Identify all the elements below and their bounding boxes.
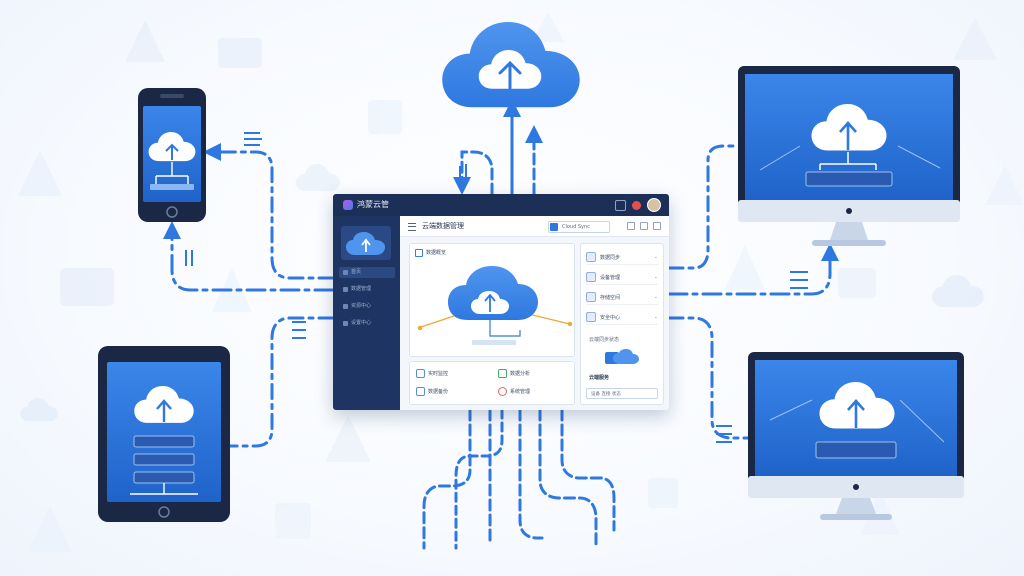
dashboard-sidebar: 首页 数据管理 资源中心 设置中心 [333,216,400,410]
tablet [98,346,230,522]
sidebar-item-home[interactable]: 首页 [339,267,395,278]
device-icon [586,272,596,282]
card-system[interactable]: 系统管理 [498,384,530,398]
print-icon[interactable] [640,222,648,230]
footer-title: 云端服务 [589,375,610,381]
card-label: 数据分析 [510,370,531,377]
dashboard-topbar: 鸿蒙云管 [333,194,669,216]
cloud-upload-icon [341,226,391,260]
smartphone [138,88,206,222]
list-item[interactable]: 数据同步 ⌄ [586,250,658,265]
chip-label: 设备 连接 状态 [591,391,621,397]
sidebar-item-data[interactable]: 数据管理 [339,284,395,295]
panel-title: 数据概览 [426,250,447,256]
list-item-label: 设备管理 [600,274,621,281]
card-monitor[interactable]: 实时监控 [416,366,448,380]
right-status-panel: 数据同步 ⌄ 设备管理 ⌄ 存储空间 ⌄ 安全中心 ⌄ [580,243,664,405]
shield-icon [586,312,596,322]
dashboard-brand: 鸿蒙云管 [343,199,389,211]
card-analysis[interactable]: 数据分析 [498,366,530,380]
arrow-icon [185,132,808,443]
topbar-icons [615,198,661,212]
sidebar-item-label: 数据管理 [351,286,372,292]
list-item[interactable]: 安全中心 ⌄ [586,310,658,325]
connection-status-chip[interactable]: 设备 连接 状态 [586,388,658,399]
search-chip-label: Cloud Sync [562,224,590,230]
alert-icon[interactable] [632,200,641,210]
sidebar-item-label: 首页 [351,269,362,275]
connector-lines [163,99,839,550]
cloud-upload-icon [442,22,580,108]
list-item-label: 数据同步 [600,254,621,261]
chevron-down-icon: ⌄ [653,254,658,260]
chevron-down-icon: ⌄ [653,294,658,300]
storage-icon [586,292,596,302]
search-icon [550,223,558,231]
main-overview-panel: 数据概览 [409,243,575,357]
panel-header: 数据概览 [415,249,446,257]
list-item[interactable]: 存储空间 ⌄ [586,290,658,305]
dashboard-window: 鸿蒙云管 首页 数据管理 资 [333,194,669,410]
database-icon [343,287,348,292]
desktop-monitor-top [738,66,960,246]
home-icon [343,270,348,275]
analytics-icon [498,368,507,378]
sidebar-item-label: 设置中心 [351,320,372,326]
sidebar-item-resources[interactable]: 资源中心 [339,301,395,312]
page-title: 云端数据管理 [422,222,464,230]
list-item[interactable]: 设备管理 ⌄ [586,270,658,285]
desktop-monitor-bottom [748,352,964,520]
card-label: 实时监控 [428,370,449,377]
backup-icon [416,386,425,396]
dashboard-main: 云端数据管理 Cloud Sync 数据概览 [400,216,669,410]
chart-icon [415,249,423,257]
cloud-upload-icon [417,266,573,345]
header-icons [627,222,661,230]
menu-icon[interactable] [408,223,416,231]
lock-icon[interactable] [627,222,635,230]
card-label: 数据备份 [428,388,449,395]
folder-icon [343,304,348,309]
notification-icon[interactable] [615,199,626,211]
chevron-down-icon: ⌄ [653,274,658,280]
monitor-icon [416,368,425,378]
bottom-cards-panel: 实时监控 数据分析 数据备份 系统管理 [409,361,575,405]
sidebar-item-label: 资源中心 [351,303,372,309]
cloud-upload-icon [605,349,639,364]
settings-icon [498,386,507,396]
card-backup[interactable]: 数据备份 [416,384,448,398]
list-item-label: 安全中心 [600,314,621,321]
dashboard-header: 云端数据管理 Cloud Sync [400,216,669,237]
logo-icon [343,200,353,210]
list-item-label: 存储空间 [600,294,621,301]
search-chip[interactable]: Cloud Sync [548,221,610,233]
avatar[interactable] [647,198,661,212]
chevron-down-icon: ⌄ [653,314,658,320]
gear-icon [343,321,348,326]
sidebar-item-settings[interactable]: 设置中心 [339,318,395,329]
more-icon[interactable] [653,222,661,230]
sync-icon [586,252,596,262]
brand-name: 鸿蒙云管 [357,200,389,209]
card-label: 系统管理 [510,388,531,395]
status-caption: 云端同步状态 [589,337,620,343]
